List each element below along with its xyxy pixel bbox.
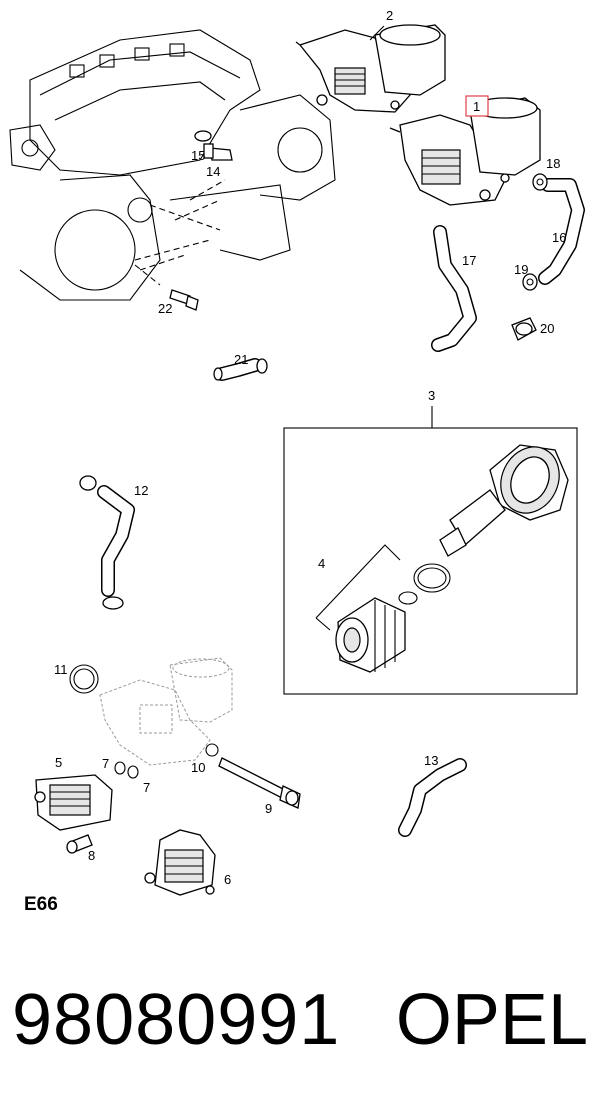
sealing-rings-7 [114, 761, 139, 779]
filter-element [335, 597, 406, 673]
sealing-ring-10 [205, 743, 219, 757]
filter-cap [439, 444, 569, 557]
callout-1-box [465, 95, 489, 117]
long-bolt [218, 757, 301, 809]
callout-6: 6 [224, 872, 231, 887]
diagram-code: E66 [24, 894, 58, 915]
callout-3: 3 [428, 388, 435, 403]
coolant-hose-16 [538, 178, 585, 285]
oil-filter-housing-upper [295, 24, 446, 113]
hose-clamp-18 [532, 173, 548, 191]
sealing-ring-11 [69, 664, 99, 694]
mounting-bolt [169, 289, 199, 311]
callout-17: 17 [462, 253, 476, 268]
callout-15: 15 [191, 148, 205, 163]
callout-18: 18 [546, 156, 560, 171]
callout-20: 20 [540, 321, 554, 336]
hose-clamp-19 [522, 273, 538, 291]
engine-block-outline [9, 29, 336, 301]
oil-cooler-6 [144, 829, 216, 896]
callout-13: 13 [424, 753, 438, 768]
oil-filter-housing [389, 97, 541, 206]
oil-cooler-5 [34, 774, 113, 831]
callout-14: 14 [206, 164, 220, 179]
o-ring-large [413, 563, 451, 593]
banjo-bolt [194, 130, 233, 161]
callout-1: 1 [473, 99, 480, 114]
callout-4: 4 [318, 556, 325, 571]
housing-ghost [99, 657, 233, 766]
o-ring-small [398, 591, 418, 605]
callout-12: 12 [134, 483, 148, 498]
coolant-hose-12 [79, 475, 135, 610]
callout-11: 11 [54, 662, 68, 677]
callout-5: 5 [55, 755, 62, 770]
callout-8: 8 [88, 848, 95, 863]
part-number: 98080991 [12, 980, 341, 1060]
callout-19: 19 [514, 262, 528, 277]
hose-clamp-20 [511, 317, 537, 341]
coolant-hose-13 [398, 758, 467, 837]
callout-7a: 7 [102, 756, 109, 771]
callout-7b: 7 [143, 780, 150, 795]
cooler-bolt [66, 834, 93, 854]
kit-frame [283, 427, 578, 695]
callout-16: 16 [552, 230, 566, 245]
callout-21: 21 [234, 352, 248, 367]
callout-9: 9 [265, 801, 272, 816]
callout-10: 10 [191, 760, 205, 775]
brand-name: OPEL [395, 980, 588, 1060]
callout-2: 2 [386, 8, 393, 23]
coolant-hose-17 [431, 225, 477, 352]
footer: 98080991 OPEL [0, 975, 600, 1065]
callout-22: 22 [158, 301, 172, 316]
short-hose [213, 358, 268, 381]
